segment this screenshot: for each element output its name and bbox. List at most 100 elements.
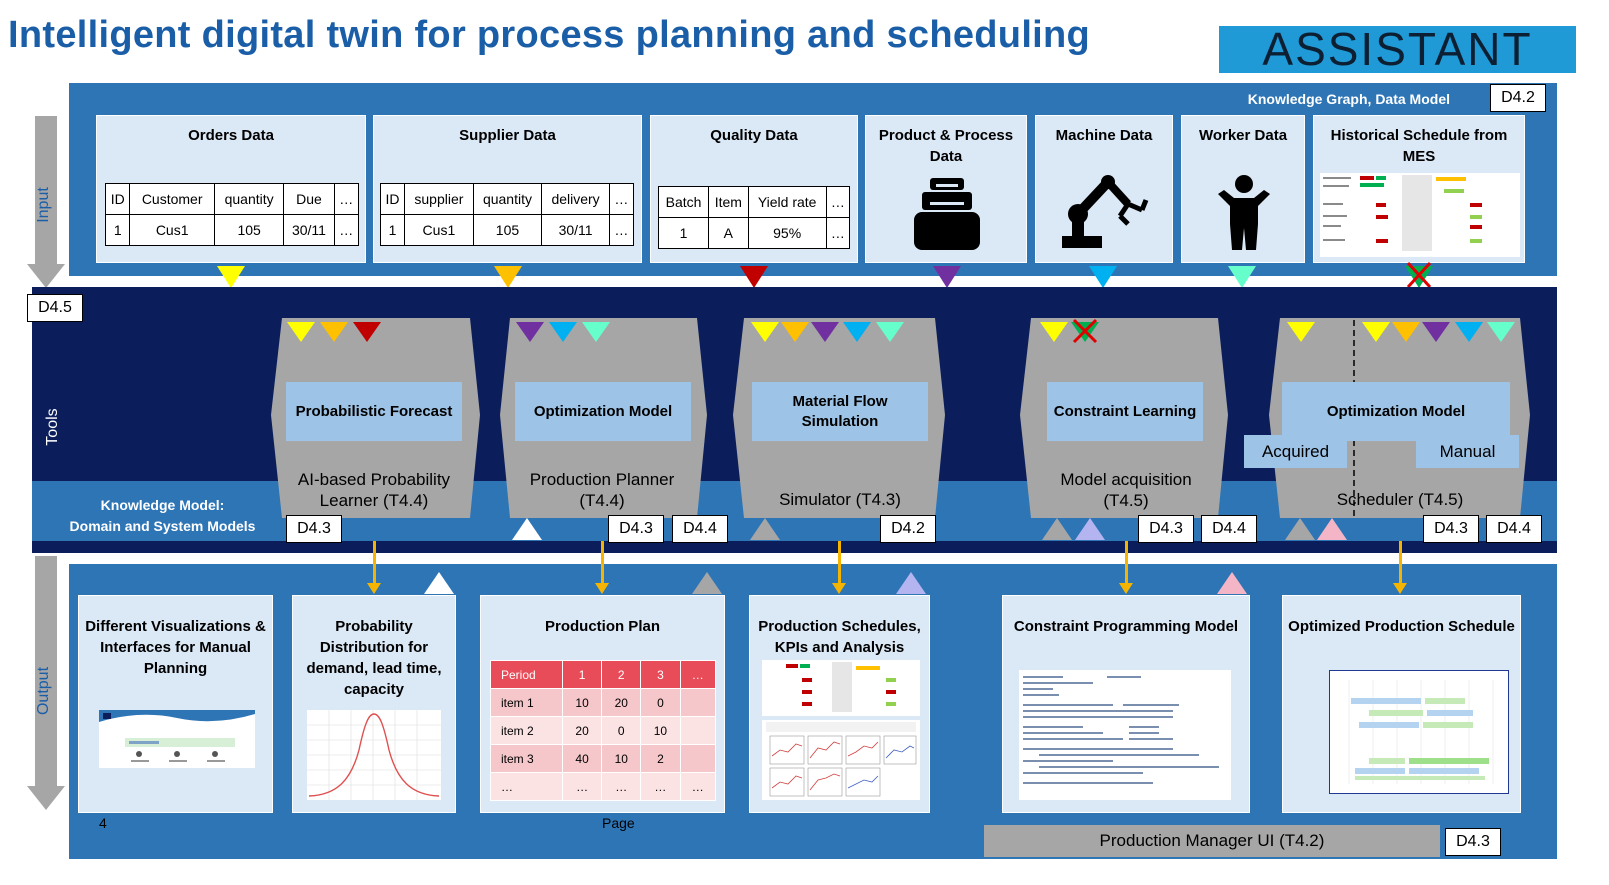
- optimized-gantt-thumbnail: [1329, 670, 1509, 794]
- tool3-orders-triangle: [751, 322, 779, 342]
- tool3-machine-triangle: [843, 322, 871, 342]
- tool4-output-triangle-lavender: [1075, 518, 1105, 540]
- tool2-tag-d43: D4.3: [608, 515, 664, 543]
- plan-cell: 10: [640, 716, 681, 745]
- page-label: Page: [602, 815, 635, 831]
- supplier-cell: 105: [472, 214, 543, 246]
- tool5-output-triangle-gray: [1285, 518, 1315, 540]
- tool2-machine-triangle: [549, 322, 577, 342]
- schedules-corner-triangle: [896, 572, 926, 594]
- tool4-output-triangle-gray: [1042, 518, 1072, 540]
- product-process-data-box: Product & Process Data: [865, 115, 1027, 263]
- historical-schedule-title: Historical Schedule from MES: [1330, 127, 1508, 165]
- orders-header-due: Due: [283, 183, 335, 215]
- input-band-caption: Knowledge Graph, Data Model: [1247, 91, 1450, 107]
- optimization-model-label: Optimization Model: [515, 382, 691, 441]
- tool4-history-cross-icon: [1072, 318, 1098, 344]
- tools-band-tag: D4.5: [27, 294, 83, 322]
- tool1-quality-triangle: [353, 322, 381, 342]
- tool5-product-triangle: [1422, 322, 1450, 342]
- manual-model-button[interactable]: Manual: [1416, 435, 1519, 468]
- plan-cell: item 3: [490, 744, 563, 773]
- product-connector-triangle: [933, 266, 961, 288]
- input-arrow-shaft: [35, 116, 57, 266]
- tool2-worker-triangle: [582, 322, 610, 342]
- history-excluded-cross-icon: [1406, 261, 1432, 289]
- quality-header-item: Item: [708, 186, 749, 218]
- worker-connector-triangle: [1228, 266, 1256, 288]
- plan-cell: [679, 716, 717, 745]
- worker-data-title: Worker Data: [1198, 127, 1288, 144]
- supplier-data-title: Supplier Data: [459, 127, 556, 144]
- acquired-model-button[interactable]: Acquired: [1244, 435, 1347, 468]
- robot-arm-icon: [1062, 175, 1149, 248]
- probabilistic-forecast-label: Probabilistic Forecast: [286, 382, 462, 441]
- constraint-learning-label: Constraint Learning: [1047, 382, 1203, 441]
- production-planner-label: Production Planner (T4.4): [529, 470, 675, 510]
- tool2-tag-d44: D4.4: [672, 515, 728, 543]
- optimized-production-schedule-box: Optimized Production Schedule: [1282, 595, 1521, 813]
- machine-data-title: Machine Data: [1055, 127, 1153, 144]
- supplier-cell: 30/11: [541, 214, 610, 246]
- plan-header-col2: 2: [601, 660, 642, 689]
- scheduler-label: Scheduler (T4.5): [1336, 490, 1464, 509]
- production-manager-ui-bar[interactable]: [984, 825, 1440, 857]
- plan-cell: …: [679, 772, 717, 801]
- assistant-logo: ASSISTANT: [1219, 26, 1576, 73]
- production-schedules-title: Production Schedules, KPIs and Analysis: [758, 618, 921, 656]
- tool3-output-triangle: [750, 518, 780, 540]
- plan-cell: 40: [561, 744, 603, 773]
- plan-header-col1: 1: [561, 660, 603, 689]
- supplier-header-more: …: [608, 183, 635, 215]
- tool1-output-arrowhead: [367, 583, 381, 594]
- plan-cell: 10: [601, 744, 642, 773]
- material-flow-simulation-label: Material Flow Simulation: [752, 382, 928, 441]
- supplier-data-box: Supplier Data ID supplier quantity deliv…: [373, 115, 642, 263]
- tool4-tag-d44: D4.4: [1201, 515, 1257, 543]
- quality-table: Batch Item Yield rate … 1 A 95% …: [657, 186, 851, 249]
- quality-data-box: Quality Data Batch Item Yield rate … 1 A…: [650, 115, 858, 263]
- plan-cell: …: [561, 772, 603, 801]
- production-plan-title: Production Plan: [544, 618, 660, 635]
- simulator-label: Simulator (T4.3): [779, 490, 901, 509]
- tool4-orders-triangle: [1040, 322, 1068, 342]
- tool5-output-arrowhead: [1393, 583, 1407, 594]
- production-plan-box: Production Plan Period 1 2 3 … item 1 10…: [480, 595, 725, 813]
- plan-header-period: Period: [490, 660, 563, 689]
- ui-bar-tag: D4.3: [1445, 828, 1501, 856]
- tool4-tag-d43: D4.3: [1138, 515, 1194, 543]
- production-schedules-box: Production Schedules, KPIs and Analysis: [749, 595, 930, 813]
- interface-thumbnail: [99, 710, 255, 768]
- quality-header-batch: Batch: [657, 186, 710, 218]
- tool5-orders-triangle: [1287, 322, 1315, 342]
- tool1-output-line: [373, 541, 376, 583]
- input-band-tag: D4.2: [1490, 84, 1546, 112]
- prob-dist-corner-triangle: [424, 572, 454, 594]
- tool5-tag-d43: D4.3: [1423, 515, 1479, 543]
- supplier-header-delivery: delivery: [541, 183, 610, 215]
- machine-connector-triangle: [1089, 266, 1117, 288]
- quality-connector-triangle: [740, 266, 768, 288]
- quality-data-title: Quality Data: [710, 127, 798, 144]
- supplier-header-quantity: quantity: [472, 183, 543, 215]
- production-manager-ui-label: Production Manager UI (T4.2): [1099, 831, 1325, 850]
- tool3-product-triangle: [811, 322, 839, 342]
- tool3-output-arrowhead: [832, 583, 846, 594]
- output-label: Output: [35, 666, 52, 716]
- plan-cell: …: [490, 772, 563, 801]
- tool1-supplier-triangle: [320, 322, 348, 342]
- product-process-data-title: Product & Process Data: [878, 127, 1014, 165]
- supplier-cell: …: [608, 214, 635, 246]
- plan-cell: 0: [640, 688, 681, 717]
- supplier-header-id: ID: [379, 183, 406, 215]
- tool5-worker-triangle: [1487, 322, 1515, 342]
- orders-cell: Cus1: [129, 214, 215, 246]
- tool4-output-line: [1125, 541, 1128, 583]
- tool3-tag-d42: D4.2: [880, 515, 936, 543]
- supplier-connector-triangle: [494, 266, 522, 288]
- plan-cell: item 1: [490, 688, 563, 717]
- schedule-kpi-thumbnail: [762, 660, 920, 800]
- tool1-tag-d43: D4.3: [286, 515, 342, 543]
- orders-data-title: Orders Data: [188, 127, 274, 144]
- constraint-programming-model-box: Constraint Programming Model: [1002, 595, 1250, 813]
